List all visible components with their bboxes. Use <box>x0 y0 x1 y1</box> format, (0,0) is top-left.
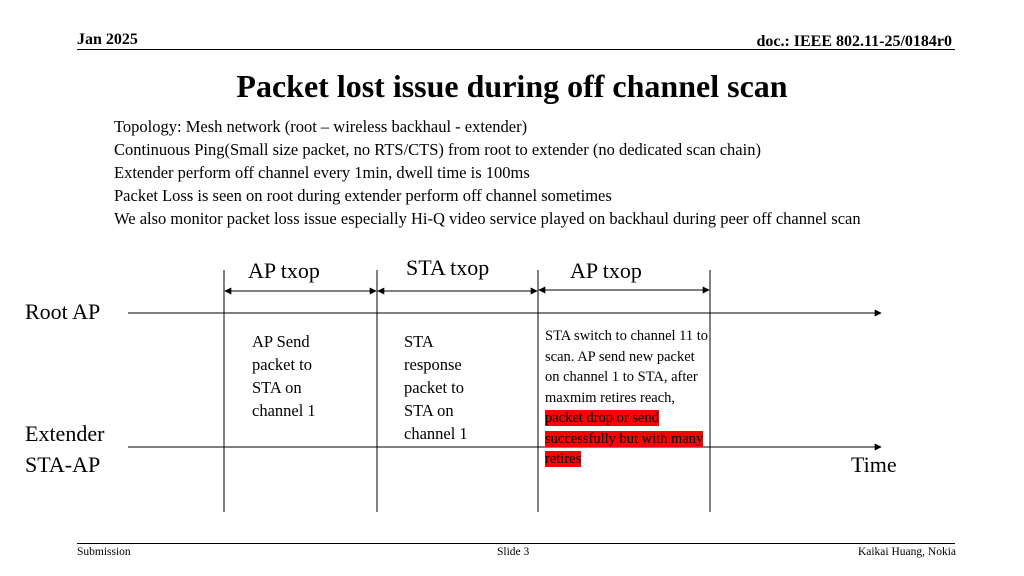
sta-switch-note: STA switch to channel 11 to scan. AP sen… <box>545 326 710 470</box>
ap-txop-label-1: AP txop <box>248 258 320 283</box>
sta-txop-label: STA txop <box>406 255 490 280</box>
bullet-ping: Continuous Ping(Small size packet, no RT… <box>114 140 761 159</box>
header-date: Jan 2025 <box>77 31 138 48</box>
header-doc-id: doc.: IEEE 802.11-25/0184r0 <box>756 33 952 50</box>
footer-divider <box>77 543 955 544</box>
footer-author: Kaikai Huang, Nokia <box>857 546 956 558</box>
extender-label: Extender STA-AP <box>25 421 104 478</box>
sta-response-note: STA response packet to STA on channel 1 <box>404 332 468 443</box>
sta-switch-text: STA switch to channel 11 to scan. AP sen… <box>545 328 709 406</box>
bullet-monitor: We also monitor packet loss issue especi… <box>114 209 861 228</box>
extender-label-line2: STA-AP <box>25 452 101 477</box>
bullet-topology: Topology: Mesh network (root – wireless … <box>114 117 528 136</box>
sta-switch-highlight: packet drop or send successfully but wit… <box>545 410 704 467</box>
bullet-list: Topology: Mesh network (root – wireless … <box>114 115 914 230</box>
bullet-packet-loss: Packet Loss is seen on root during exten… <box>114 186 612 205</box>
footer-slide-number: Slide 3 <box>497 546 530 558</box>
bullet-off-channel: Extender perform off channel every 1min,… <box>114 163 530 182</box>
header-divider <box>77 49 955 50</box>
ap-send-note: AP Send packet to STA on channel 1 <box>252 332 316 420</box>
slide-title: Packet lost issue during off channel sca… <box>236 68 788 104</box>
ap-txop-label-2: AP txop <box>570 258 642 283</box>
root-ap-label: Root AP <box>25 299 101 324</box>
time-label: Time <box>851 452 897 477</box>
extender-label-line1: Extender <box>25 421 105 446</box>
footer-submission: Submission <box>77 546 131 558</box>
